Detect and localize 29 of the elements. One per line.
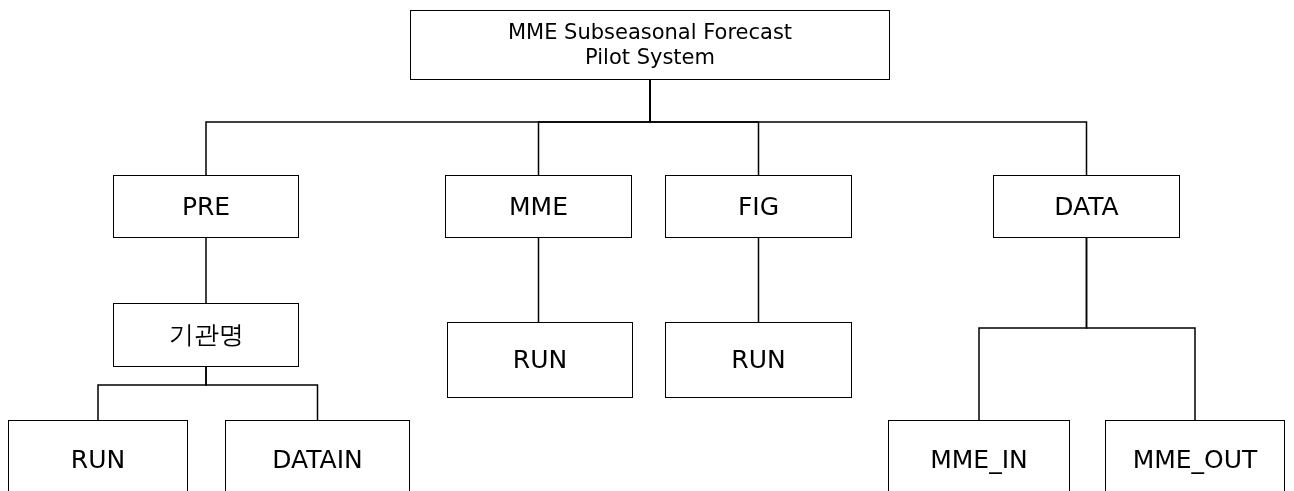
process-box: [410, 10, 890, 80]
process-box: [113, 303, 299, 367]
box-label: DATA: [1054, 191, 1119, 222]
connector-line: [757, 237, 760, 323]
process-box: [113, 175, 299, 238]
process-box: [993, 175, 1180, 238]
box-label: RUN: [512, 345, 568, 375]
box-label: RUN: [70, 445, 126, 475]
box-label: MME_OUT: [1132, 445, 1258, 475]
process-box: [1105, 420, 1285, 491]
process-box: [225, 420, 410, 491]
process-box: [447, 322, 633, 398]
box-label: MME: [509, 191, 568, 222]
connector-line: [205, 237, 207, 304]
box-label: PRE: [181, 191, 231, 222]
process-box: [665, 175, 852, 238]
box-label: 기관명: [168, 320, 244, 350]
connector-line: [1085, 237, 1196, 421]
connector-line: [537, 237, 540, 323]
box-label: FIG: [737, 191, 780, 222]
box-label: RUN: [731, 345, 786, 375]
process-box: [888, 420, 1070, 491]
process-box: [8, 420, 188, 491]
box-label: MME Subseasonal Forecast Pilot System: [506, 19, 794, 71]
box-label: MME_IN: [930, 445, 1028, 475]
process-box: [445, 175, 632, 238]
connector-line: [205, 366, 319, 421]
box-label: DATAIN: [272, 445, 363, 475]
process-box: [665, 322, 852, 398]
